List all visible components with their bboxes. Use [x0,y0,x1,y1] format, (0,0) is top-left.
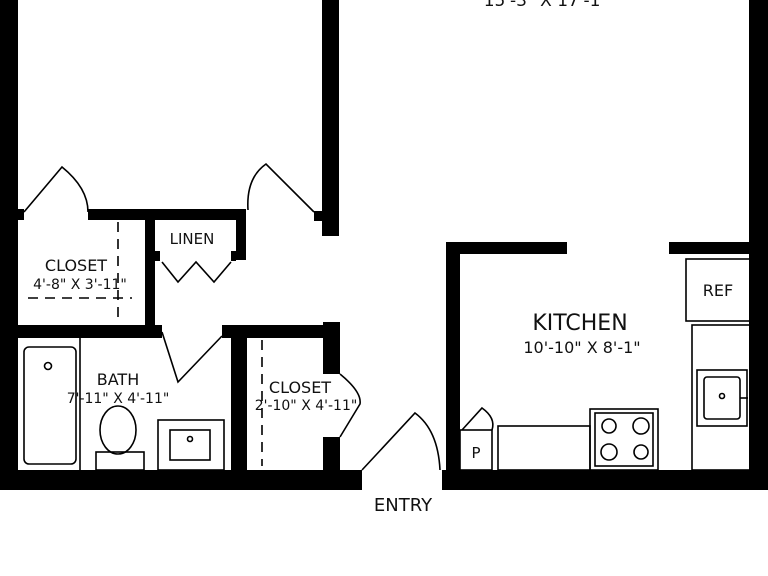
entry-label: ENTRY [374,495,433,516]
closet-shelves [28,222,263,466]
labels: 15'-3" X 17'-1" CLOSET 4'-8" X 3'-11" LI… [33,0,733,516]
bedroom-wall-right [322,0,339,220]
living-room-dims: 15'-3" X 17'-1" [484,0,609,11]
refrigerator [685,258,751,322]
closet-1-name: CLOSET [45,256,107,275]
bath-sink-drain [186,435,194,443]
linen-jamb-right [231,251,236,261]
closet-wall-top [88,209,246,220]
closet2-door-swing [339,373,361,438]
burner-4 [633,444,649,460]
linen-jamb-left [155,251,160,261]
closet-wall-right [145,220,155,338]
bath-fixtures [23,338,225,471]
pantry-door-swing [461,406,494,431]
toilet-tank [95,451,145,471]
walls [0,0,768,490]
closet-2-dims: 2'-10" X 4'-11" [255,398,358,414]
linen-wall-right [236,220,246,260]
kitchen-wall-top-right [669,242,768,254]
bath-dims: 7'-11" X 4'-11" [67,391,170,407]
bedroom-door-swing [247,162,315,213]
doors [23,162,494,471]
vanity [157,419,225,471]
bath-door-swing [161,331,223,384]
stove-top [594,412,654,467]
wall-stub [322,220,339,236]
kitchen-name: KITCHEN [532,311,627,336]
burner-1 [601,418,617,434]
bath-wall-top [0,325,162,338]
bath-name: BATH [97,370,139,389]
counter-bottom [497,425,591,471]
bedroom-door-jamb [314,211,339,221]
pantry [459,429,493,471]
outer-wall-bottom-right [442,470,768,490]
bath-wall-right [231,325,247,490]
stove [589,408,659,471]
bath-closet-wall-top [222,325,338,338]
bath-sink [169,429,211,461]
kitchen-dims: 10'-10" X 8'-1" [523,338,640,357]
burner-3 [600,443,618,461]
bathtub [23,346,77,465]
closet-door-left-swing [23,165,89,213]
closet-wall-top-left [0,209,24,220]
outer-wall-bottom-left [0,470,362,490]
kitchen-sink-drain [718,392,726,400]
pantry-label: P [471,444,480,462]
closet-1-dims: 4'-8" X 3'-11" [33,277,127,293]
kitchen-fixtures [459,258,751,471]
burner-2 [632,417,650,435]
toilet-bowl [99,405,137,455]
closet-2-name: CLOSET [269,378,331,397]
closet2-wall-right-top [323,322,340,374]
linen-label: LINEN [170,230,215,248]
closet1-shelf [28,222,132,318]
tub-drain [43,361,53,371]
closet2-wall-right-bottom [323,437,340,490]
linen-bifold-doors [161,260,232,284]
counter-right [691,324,751,471]
kitchen-wall-top-left [446,242,567,254]
kitchen-wall-left [446,242,460,490]
ref-label: REF [703,281,733,300]
outer-wall-left [0,0,18,490]
entry-door-swing [361,411,441,471]
